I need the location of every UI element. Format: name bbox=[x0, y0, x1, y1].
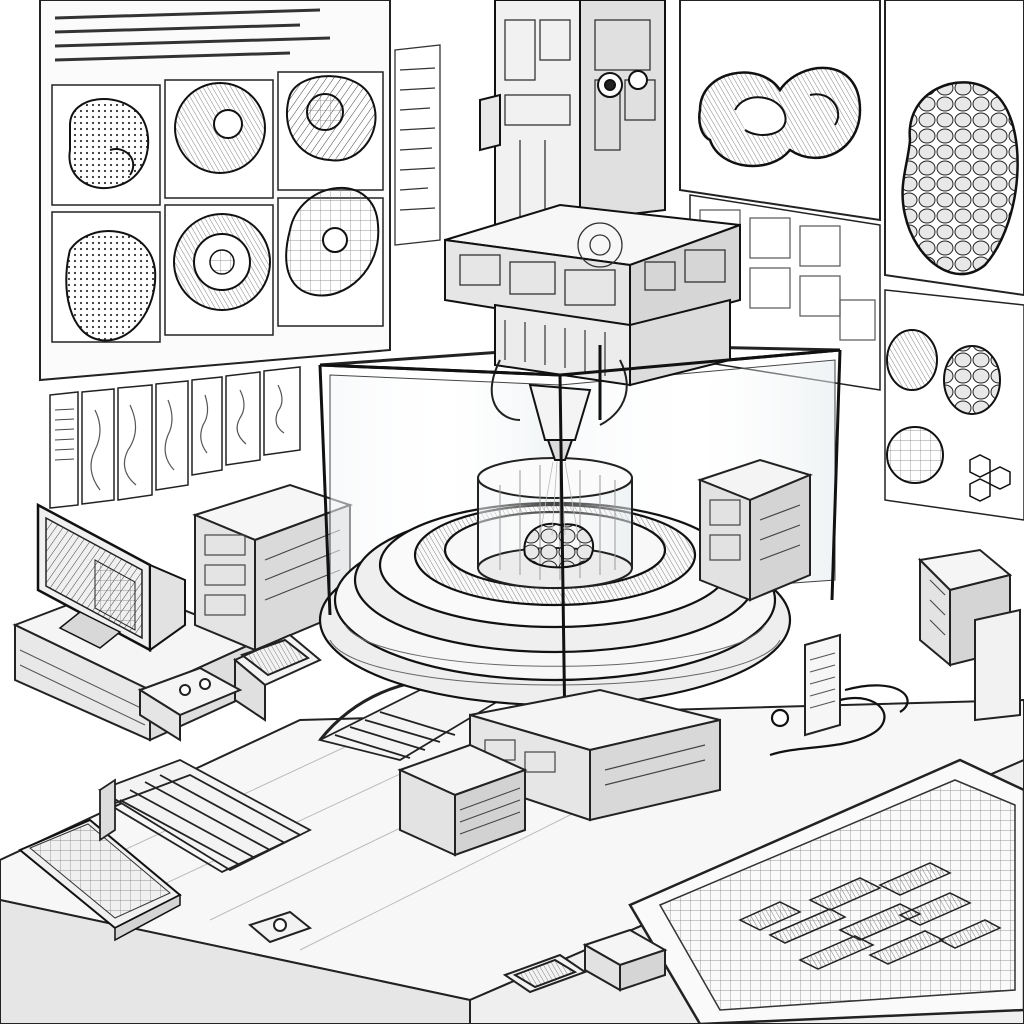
specimen-ring-cell bbox=[285, 187, 380, 297]
specimen-disc-1 bbox=[174, 82, 266, 174]
specimen-kidney-1 bbox=[68, 98, 150, 190]
specimen-kidney-2 bbox=[65, 230, 157, 342]
floor-boxes bbox=[247, 910, 668, 994]
specimen-small-organs bbox=[886, 329, 1011, 502]
front-base-block bbox=[469, 688, 721, 822]
printed-tissue bbox=[523, 522, 595, 569]
front-generator bbox=[397, 743, 528, 857]
wall-posters-left bbox=[39, 0, 391, 509]
right-machinery bbox=[697, 458, 813, 602]
specimen-cell-1 bbox=[285, 75, 377, 162]
specimen-organ-cluster bbox=[901, 81, 1019, 276]
floor-schematic-panel bbox=[628, 758, 1024, 1024]
computer-monitor bbox=[36, 502, 186, 653]
specimen-knot bbox=[698, 66, 862, 168]
right-monitor-panel bbox=[804, 633, 841, 737]
right-console-unit bbox=[917, 548, 1021, 722]
floor-cables bbox=[769, 684, 909, 757]
platform-stairs bbox=[97, 759, 312, 874]
schematic-tissue-blocks bbox=[738, 862, 1002, 970]
control-box-small bbox=[137, 666, 243, 742]
left-console bbox=[233, 633, 322, 722]
glass-enclosure-front bbox=[318, 345, 842, 736]
specimen-gear-cell bbox=[173, 213, 271, 311]
keyboard bbox=[18, 818, 182, 942]
wall-notes-column bbox=[394, 44, 441, 246]
